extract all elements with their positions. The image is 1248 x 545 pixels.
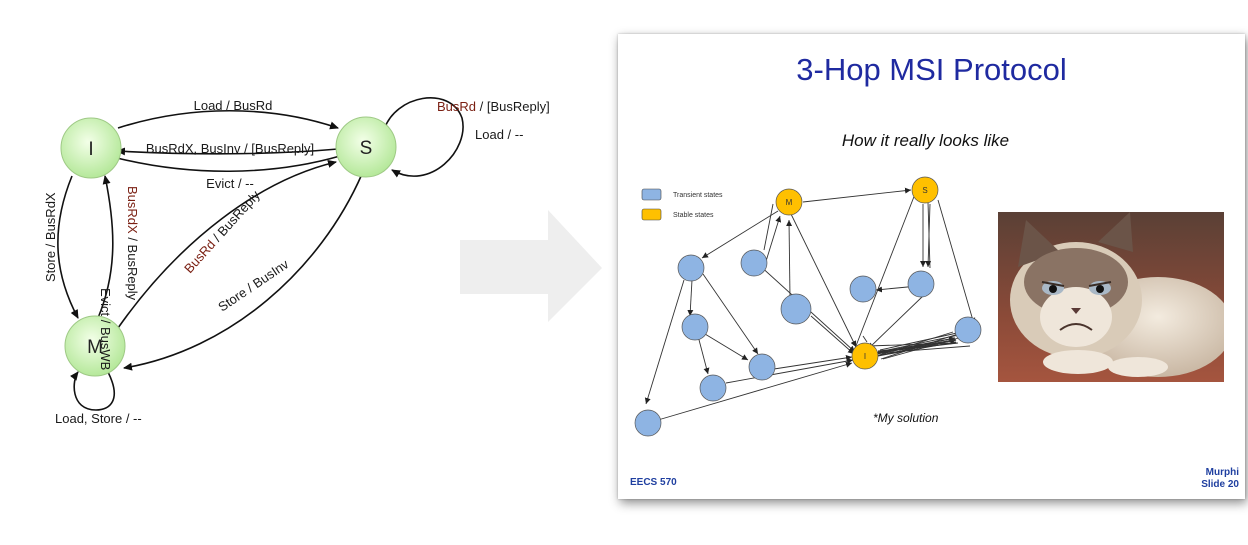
slide-number: Slide 20 [1201, 479, 1239, 490]
legend-stable-label: Stable states [673, 212, 714, 219]
stable-node-m-label: M [786, 198, 793, 207]
stable-node-s: S [911, 176, 939, 204]
label-i-to-s: Load / BusRd [194, 98, 273, 113]
label-m-to-i-red: BusRdX [125, 186, 140, 234]
stable-node-m: M [775, 188, 803, 216]
cat-photo [998, 212, 1233, 382]
slide-subtitle: How it really looks like [841, 131, 1010, 150]
course-label: EECS 570 [630, 477, 677, 488]
label-s-self-bus: BusRd / [BusReply] [437, 99, 550, 114]
stable-node-i-label: I [864, 352, 866, 361]
watermark-strip [0, 345, 12, 540]
label-m-to-s-rest: / BusReply [207, 187, 263, 247]
transient-node [677, 254, 705, 282]
legend-transient-label: Transient states [673, 192, 723, 199]
transient-node [780, 293, 812, 325]
transient-nodes [634, 249, 982, 437]
state-m-label: M [87, 337, 103, 358]
label-m-self: Load, Store / -- [55, 411, 142, 426]
label-m-to-i-bus: BusRdX / BusReply [125, 186, 140, 301]
state-i: I [60, 117, 122, 179]
edge-i-to-m [57, 175, 79, 319]
cat-photo-drawing [998, 212, 1233, 382]
label-m-to-s: BusRd / BusReply [181, 187, 263, 276]
label-s-to-i: BusRdX, BusInv / [BusReply] [146, 141, 314, 156]
legend-transient-swatch [641, 188, 662, 201]
edge-s-evict [116, 155, 341, 173]
label-s-self-red: BusRd [437, 99, 476, 114]
label-m-to-i-rest: / BusReply [125, 234, 140, 301]
solution-caption: *My solution [873, 411, 939, 425]
transient-node [748, 353, 776, 381]
left-diagram-edges [57, 97, 464, 411]
edge-i-to-s [117, 109, 339, 130]
edge-s-to-m [123, 173, 363, 371]
label-s-self-load: Load / -- [475, 127, 523, 142]
state-m: M [64, 315, 126, 377]
transient-node [681, 313, 709, 341]
state-s-label: S [360, 138, 373, 159]
transient-node [954, 316, 982, 344]
legend-stable-swatch [641, 208, 662, 221]
edge-m-to-s [117, 159, 337, 329]
state-s: S [335, 116, 397, 178]
transient-node [634, 409, 662, 437]
edge-s-to-i [116, 147, 339, 156]
edge-m-self-loop [70, 371, 115, 411]
label-i-to-m: Store / BusRdX [43, 192, 58, 282]
transient-node [740, 249, 768, 277]
label-s-to-m: Store / BusInv [215, 256, 291, 314]
slide-graph: Transient states Stable states [634, 176, 982, 437]
slide-title: 3-Hop MSI Protocol [796, 52, 1067, 87]
transition-arrow-graphic [460, 210, 602, 322]
edge-m-to-i [97, 175, 114, 319]
label-s-evict: Evict / -- [206, 176, 254, 191]
stable-node-s-label: S [922, 186, 927, 195]
label-m-to-i-evict: Evict / BusWB [98, 288, 113, 370]
edge-s-self-loop [383, 97, 464, 178]
stable-node-i: I [851, 342, 879, 370]
slide: 3-Hop MSI Protocol How it really looks l… [618, 34, 1245, 499]
transient-node [849, 275, 877, 303]
legend: Transient states Stable states [641, 188, 723, 221]
slide-edges [644, 187, 976, 421]
transient-node [907, 270, 935, 298]
label-s-self-rest: / [BusReply] [476, 99, 550, 114]
state-i-label: I [88, 139, 93, 160]
footer-topic: Murphi [1205, 467, 1239, 478]
slide-footer-right: Murphi Slide 20 [1201, 467, 1239, 491]
transient-node [699, 374, 727, 402]
